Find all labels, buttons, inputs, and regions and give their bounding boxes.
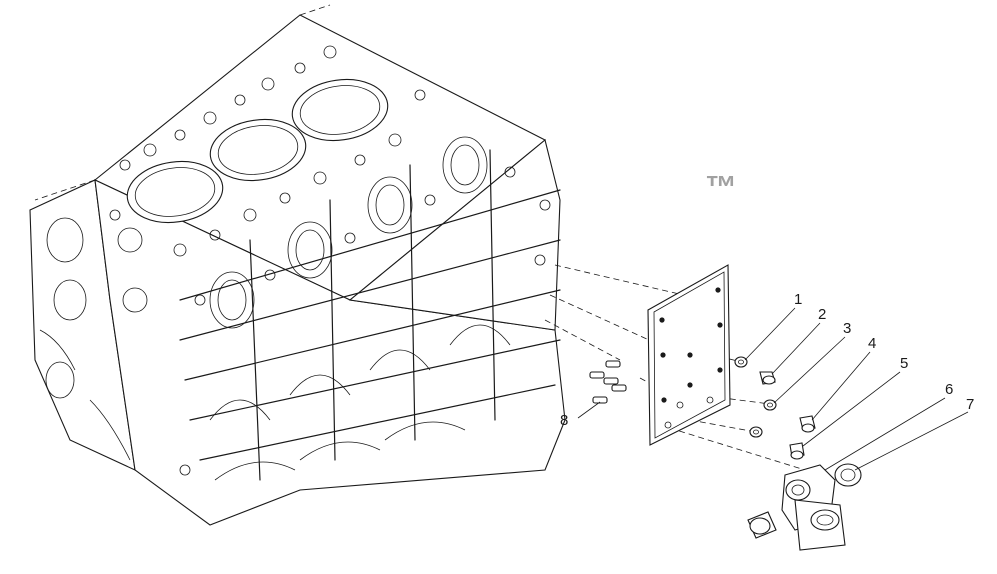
callout-7: 7 bbox=[966, 396, 974, 413]
cover-plate bbox=[647, 264, 731, 446]
callout-3: 3 bbox=[843, 320, 851, 337]
watermark: ™ bbox=[705, 169, 737, 205]
washer-item-5 bbox=[749, 426, 805, 460]
valve-assembly-item-6 bbox=[747, 464, 846, 551]
callout-8: 8 bbox=[560, 412, 568, 429]
callout-1: 1 bbox=[794, 291, 802, 308]
callout-2: 2 bbox=[818, 306, 826, 323]
callout-6: 6 bbox=[945, 381, 953, 398]
bolt-item-4 bbox=[799, 415, 816, 433]
washer-item-3 bbox=[763, 399, 777, 411]
bolt-item-2 bbox=[759, 371, 776, 385]
engine-block bbox=[29, 4, 566, 526]
studs-item-8 bbox=[589, 360, 627, 404]
plug-item-7 bbox=[834, 463, 862, 487]
callout-5: 5 bbox=[900, 355, 908, 372]
washer-item-1 bbox=[734, 356, 748, 368]
leader-lines bbox=[577, 307, 969, 471]
callout-4: 4 bbox=[868, 335, 876, 352]
watermark-trademark: ™ bbox=[705, 169, 737, 205]
